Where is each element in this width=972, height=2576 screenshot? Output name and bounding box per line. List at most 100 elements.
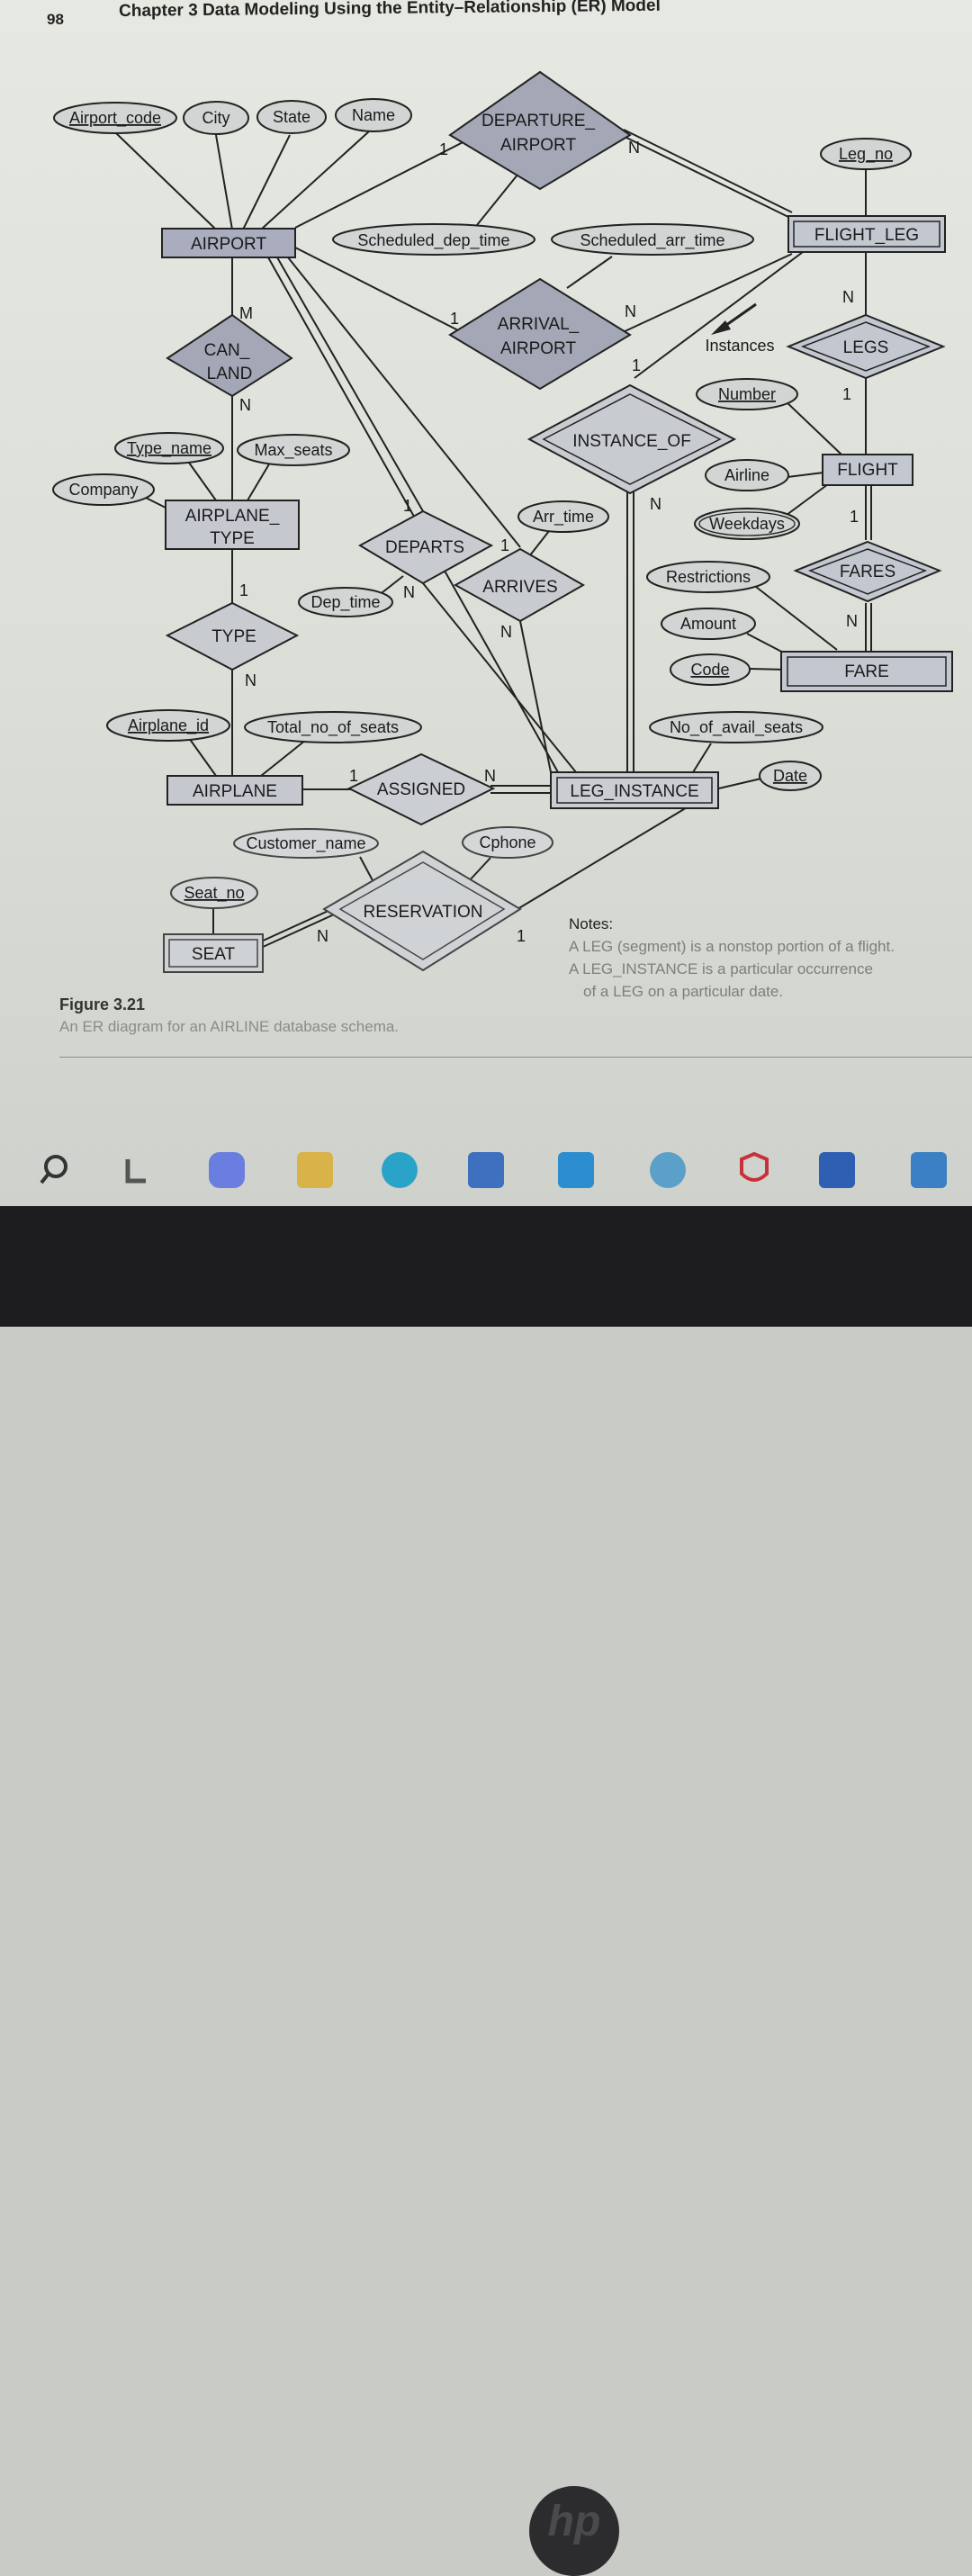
rel-legs: LEGS [786, 313, 946, 380]
search-icon[interactable] [36, 1152, 72, 1188]
rel-instance-of-label: INSTANCE_OF [572, 432, 691, 451]
attr-scheduled-arr-time-label: Scheduled_arr_time [580, 231, 724, 250]
figure-label: Figure 3.21 [59, 995, 146, 1013]
card-arr-airport-n: N [625, 302, 636, 320]
attr-instances: Instances [705, 337, 774, 355]
card-can-land-n: N [239, 396, 251, 414]
entity-seat-label: SEAT [192, 945, 236, 964]
page-number: 98 [47, 11, 64, 28]
attr-weekdays-label: Weekdays [709, 515, 785, 533]
connector-lines [114, 129, 872, 949]
rel-arrival-airport: ARRIVAL_ AIRPORT [448, 277, 632, 391]
rel-reservation: RESERVATION [322, 850, 522, 972]
attr-date-label: Date [773, 767, 807, 785]
page-header: 98 Chapter 3 Data Modeling Using the Ent… [0, 0, 972, 36]
attr-seat-no: Seat_no [170, 877, 258, 909]
card-type-n: N [245, 671, 256, 689]
entity-flight: FLIGHT [822, 454, 914, 486]
rel-can-land-label-1: CAN_ [204, 341, 250, 360]
attr-airport-code: Airport_code [53, 102, 177, 134]
word-icon[interactable] [819, 1152, 855, 1188]
notes-line-1: A LEG (segment) is a nonstop portion of … [569, 938, 895, 955]
card-dep-airport-n: N [628, 139, 640, 157]
attr-dep-time: Dep_time [298, 587, 393, 617]
photos-icon[interactable] [650, 1152, 686, 1188]
entity-airplane-label: AIRPLANE [193, 782, 277, 801]
widgets-icon[interactable] [124, 1152, 149, 1188]
chat-icon[interactable] [209, 1152, 245, 1188]
instances-arrow-icon [711, 302, 757, 335]
store-icon[interactable] [468, 1152, 504, 1188]
card-arrives-1: 1 [500, 536, 509, 554]
rel-instance-of: INSTANCE_OF [526, 383, 737, 495]
card-fares-1: 1 [850, 508, 859, 526]
attr-dep-time-label: Dep_time [310, 593, 380, 612]
rel-arrival-airport-label-1: ARRIVAL_ [498, 315, 580, 334]
rel-can-land: CAN_ LAND [166, 313, 293, 398]
card-arr-airport-1: 1 [450, 310, 459, 328]
rel-arrival-airport-label-2: AIRPORT [500, 339, 577, 358]
rel-departure-airport-label-2: AIRPORT [500, 136, 577, 155]
attr-seat-no-label: Seat_no [184, 884, 244, 903]
card-type-1: 1 [239, 581, 248, 599]
card-instance-of-1: 1 [632, 356, 641, 374]
card-departs-n: N [403, 583, 415, 601]
file-explorer-icon[interactable] [297, 1152, 333, 1188]
card-reservation-1: 1 [517, 927, 526, 945]
rel-reservation-label: RESERVATION [363, 903, 482, 922]
attr-airplane-id: Airplane_id [106, 709, 230, 742]
rel-can-land-label-2: LAND [207, 365, 253, 383]
attr-date: Date [759, 761, 822, 791]
rel-fares-label: FARES [840, 563, 896, 581]
camera-icon[interactable] [558, 1152, 594, 1188]
attr-airport-code-label: Airport_code [69, 109, 161, 128]
attr-customer-name-label: Customer_name [246, 834, 365, 853]
rel-departure-airport: DEPARTURE_ AIRPORT [448, 70, 632, 191]
cardinality-labels: 1 N 1 N M N N 1 1 N 1 N 1 N 1 N 1 N 1 N … [239, 139, 859, 945]
attr-instances-label: Instances [705, 337, 774, 355]
rel-legs-label: LEGS [843, 338, 889, 357]
card-assigned-n: N [484, 767, 496, 785]
notes-line-2: A LEG_INSTANCE is a particular occurrenc… [569, 960, 873, 977]
rel-arrives: ARRIVES [453, 547, 586, 623]
hp-logo: hp [529, 2486, 619, 2576]
attr-leg-no-label: Leg_no [839, 145, 893, 164]
attr-number-label: Number [718, 385, 776, 403]
attr-state-label: State [273, 108, 310, 126]
entity-airplane: AIRPLANE [166, 775, 303, 806]
attr-code: Code [670, 653, 751, 686]
attr-city: City [183, 101, 249, 135]
attr-name-label: Name [352, 106, 395, 124]
entity-fare-label: FARE [844, 662, 889, 681]
card-instance-of-n: N [650, 495, 662, 513]
rel-type: TYPE [165, 601, 300, 671]
card-reservation-n: N [317, 927, 328, 945]
attr-arr-time-label: Arr_time [533, 508, 594, 527]
attr-customer-name: Customer_name [233, 828, 379, 859]
figure-caption: Figure 3.21 An ER diagram for an AIRLINE… [59, 995, 399, 1036]
mcafee-icon[interactable] [736, 1151, 772, 1188]
attr-weekdays: Weekdays [694, 508, 800, 540]
page-divider [59, 1057, 972, 1058]
entity-airport-label: AIRPORT [191, 235, 267, 254]
rel-arrives-label: ARRIVES [482, 578, 557, 597]
card-assigned-1: 1 [349, 767, 358, 785]
card-arrives-n: N [500, 623, 512, 641]
attr-max-seats-label: Max_seats [254, 441, 332, 460]
attr-type-name-label: Type_name [127, 439, 212, 458]
attr-no-of-avail-seats: No_of_avail_seats [649, 711, 824, 743]
attr-name: Name [335, 98, 412, 132]
entity-airplane-type-label-2: TYPE [210, 529, 255, 548]
attr-scheduled-dep-time: Scheduled_dep_time [332, 223, 536, 256]
attr-state: State [256, 100, 327, 134]
attr-no-of-avail-seats-label: No_of_avail_seats [670, 718, 803, 737]
attr-company: Company [52, 473, 155, 506]
attr-city-label: City [202, 109, 230, 127]
rel-departure-airport-label-1: DEPARTURE_ [482, 112, 595, 131]
attr-leg-no: Leg_no [820, 138, 912, 170]
edge-icon[interactable] [382, 1152, 418, 1188]
laptop-bezel: hp [0, 1206, 972, 2576]
card-dep-airport-1: 1 [439, 140, 448, 158]
card-departs-1: 1 [403, 497, 412, 515]
photos-app-icon[interactable] [911, 1152, 947, 1188]
